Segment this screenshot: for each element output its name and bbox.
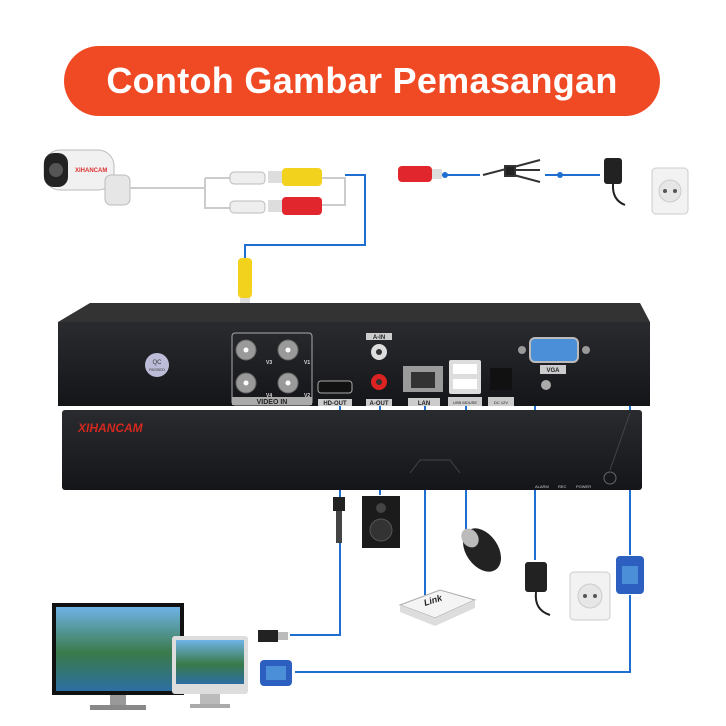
a-out-label: A-OUT xyxy=(370,401,389,407)
svg-text:XIHANCAM: XIHANCAM xyxy=(75,168,107,174)
v4-label: V4 xyxy=(266,393,272,399)
video-in-label: VIDEO IN xyxy=(257,399,288,406)
rec-label: REC xyxy=(558,484,567,489)
speaker-icon xyxy=(362,496,400,548)
vga-cable-icon xyxy=(260,660,292,686)
vga-connector-icon xyxy=(616,556,644,594)
alarm-label: ALARM xyxy=(535,484,549,489)
power-adapter-icon xyxy=(525,562,551,616)
mouse-icon xyxy=(461,528,502,572)
dc-label: DC 12V xyxy=(494,400,508,405)
v2-label: V2 xyxy=(304,393,310,399)
wall-socket-icon xyxy=(569,571,611,621)
router-icon: Link xyxy=(398,589,477,626)
rca-connectors xyxy=(229,166,442,310)
power-splitter-icon xyxy=(482,159,541,183)
v1-label: V1 xyxy=(304,360,310,366)
v3-label: V3 xyxy=(266,360,272,366)
monitor-large-icon xyxy=(52,603,184,710)
monitor-small-icon xyxy=(172,636,248,708)
usb-label: USB MOUSE xyxy=(453,400,477,405)
power-label: POWER xyxy=(576,484,591,489)
dvr-front-panel: XIHANCAM ALARM REC POWER xyxy=(62,410,642,490)
camera-cable xyxy=(130,177,346,209)
hd-out-label: HD-OUT xyxy=(323,401,347,407)
cctv-camera-icon: XIHANCAM xyxy=(43,149,131,206)
wall-socket-icon xyxy=(651,167,689,215)
power-adapter-icon xyxy=(604,158,626,206)
a-in-label: A-IN xyxy=(373,335,385,341)
brand-logo: XIHANCAM xyxy=(77,421,144,435)
hdmi-cable-icon xyxy=(258,497,345,642)
title-banner: Contoh Gambar Pemasangan xyxy=(64,46,660,116)
lan-label: LAN xyxy=(418,401,430,407)
qc-label: QC xyxy=(153,360,163,366)
qc-sub-label: PASSED xyxy=(149,367,165,372)
vga-label: VGA xyxy=(546,368,560,374)
dvr-rear-panel: QC PASSED VIDEO IN V3 V1 V4 V2 HD-OUT A-… xyxy=(58,303,650,407)
